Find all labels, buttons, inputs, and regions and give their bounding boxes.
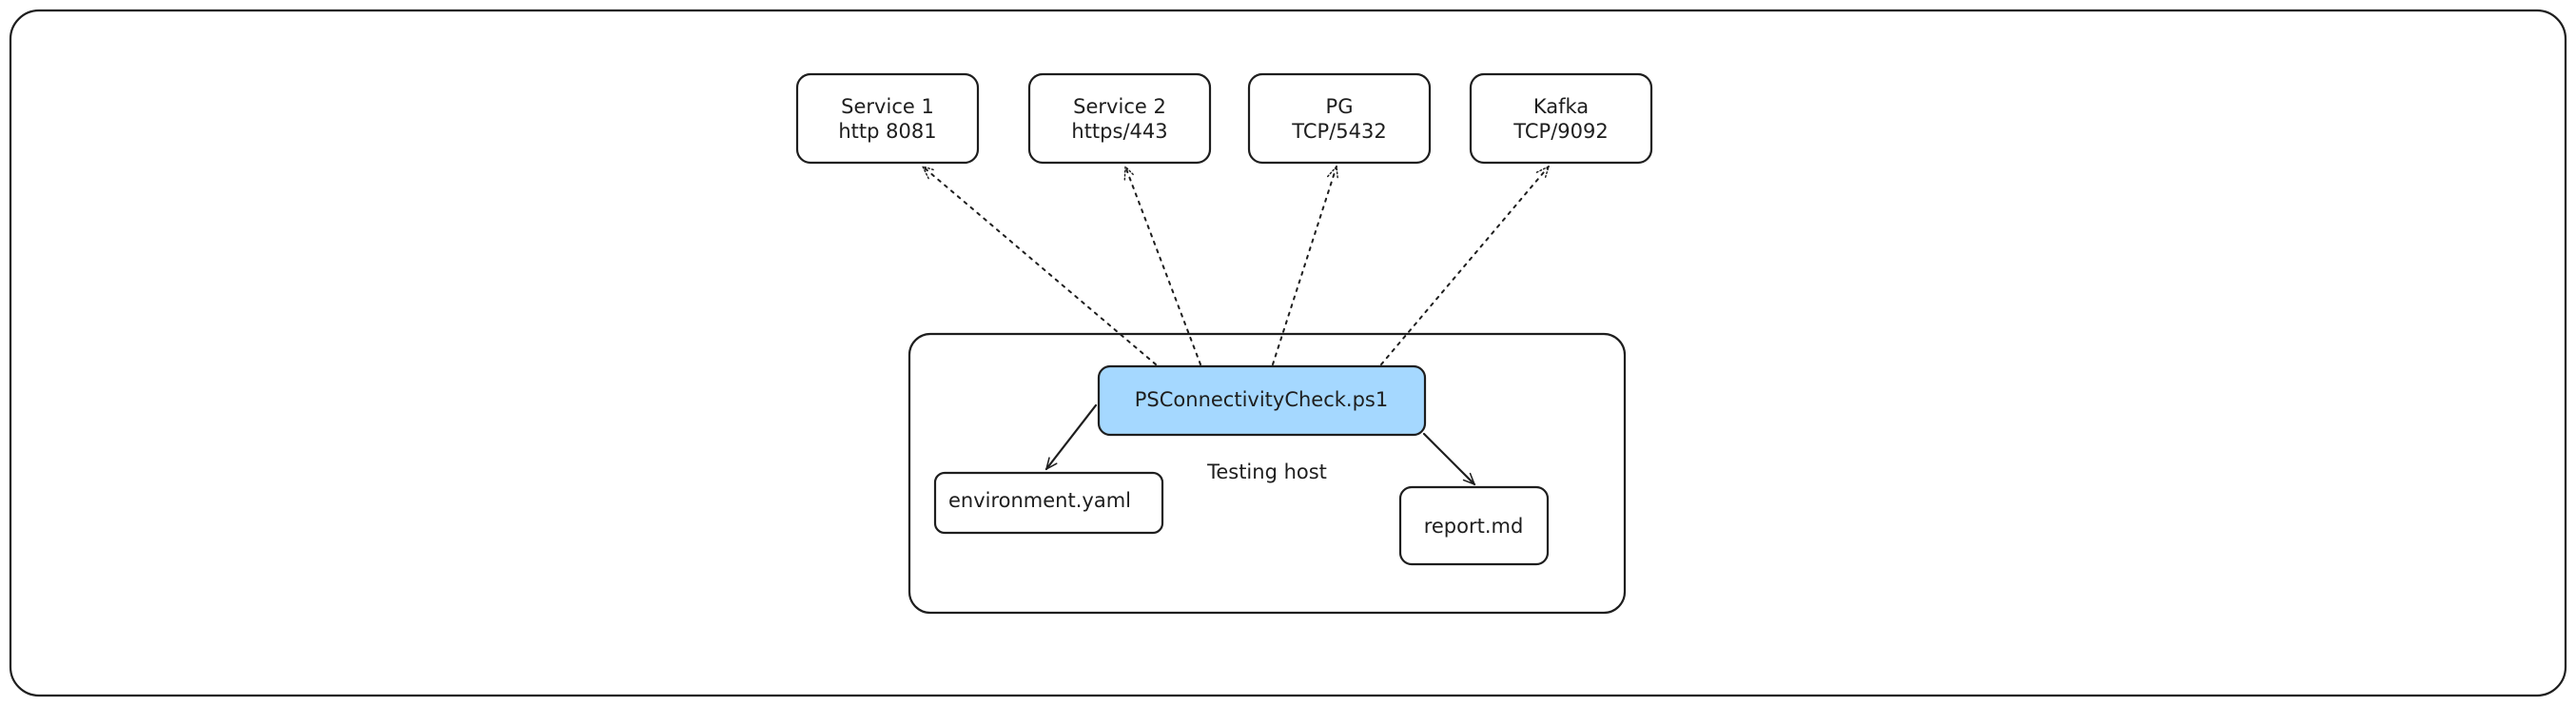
config-box xyxy=(933,471,1164,535)
config-label: environment.yaml xyxy=(948,489,1131,512)
service-name: Service 1 xyxy=(841,95,934,118)
connection-arrow-pg xyxy=(1272,167,1337,365)
connection-arrow-service2 xyxy=(1125,167,1201,365)
service-node-kafka: Kafka TCP/9092 xyxy=(1469,72,1653,165)
service-name: Kafka xyxy=(1533,95,1589,118)
service-name: Service 2 xyxy=(1073,95,1166,118)
host-label: Testing host xyxy=(1206,461,1327,483)
report-label: report.md xyxy=(1424,515,1524,538)
outer-frame xyxy=(9,9,2567,697)
script-to-report-arrow xyxy=(1422,432,1474,484)
service-box xyxy=(795,72,980,165)
service-node-pg: PG TCP/5432 xyxy=(1247,72,1432,165)
service-box xyxy=(1027,72,1212,165)
service-node-service1: Service 1 http 8081 xyxy=(795,72,980,165)
script-label: PSConnectivityCheck.ps1 xyxy=(1135,388,1389,411)
service-endpoint: https/443 xyxy=(1071,120,1167,143)
service-endpoint: TCP/9092 xyxy=(1512,120,1608,143)
service-endpoint: TCP/5432 xyxy=(1291,120,1386,143)
service-box xyxy=(1247,72,1432,165)
connection-arrow-service1 xyxy=(923,167,1157,365)
host-box xyxy=(907,332,1627,615)
script-box xyxy=(1097,364,1427,437)
service-name: PG xyxy=(1326,95,1354,118)
testing-host-container: Testing host xyxy=(907,332,1627,615)
script-node: PSConnectivityCheck.ps1 xyxy=(1097,364,1427,437)
config-file-node: environment.yaml xyxy=(933,471,1164,535)
service-node-service2: Service 2 https/443 xyxy=(1027,72,1212,165)
service-endpoint: http 8081 xyxy=(838,120,936,143)
report-box xyxy=(1398,485,1550,566)
connection-arrow-kafka xyxy=(1380,167,1549,365)
report-file-node: report.md xyxy=(1398,485,1550,566)
service-box xyxy=(1469,72,1653,165)
script-to-config-arrow xyxy=(1046,403,1098,469)
